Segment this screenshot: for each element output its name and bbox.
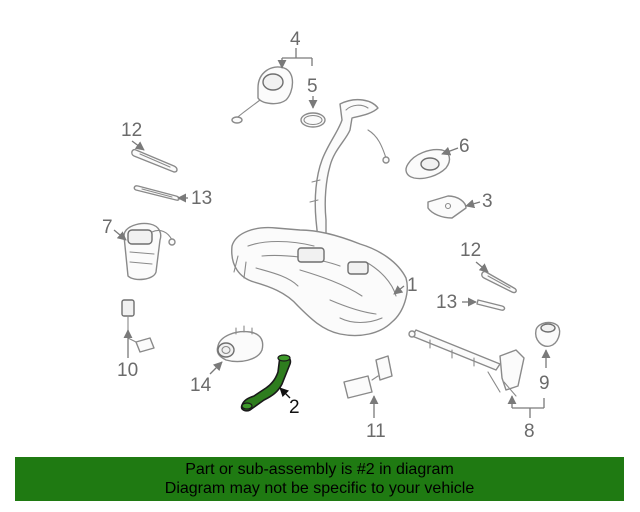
callout-1-leader [393,285,405,295]
part-12-seal-strip-right[interactable] [481,270,517,294]
part-2-strap[interactable] [240,354,292,412]
parts-diagram: 4 5 1 6 3 12 [102,29,561,442]
callout-3: 3 [482,191,493,212]
part-13-strip-left[interactable] [133,185,180,201]
callout-6-leader [441,146,459,156]
banner-line-disclaimer: Diagram may not be specific to your vehi… [164,480,475,497]
part-3-gasket[interactable] [427,195,467,219]
part-7-fuel-pump-module[interactable] [123,222,176,281]
callout-3-leader [465,199,481,209]
callout-5: 5 [307,76,318,97]
part-14-pump-housing[interactable] [216,325,264,363]
callout-6: 6 [459,136,470,157]
callout-12-left: 12 [121,120,142,141]
callout-7-leader [113,229,127,241]
callout-10: 10 [117,360,138,381]
part-10-level-sender[interactable] [121,299,155,353]
callout-12-right-leader [475,261,489,273]
part-8-line-assembly[interactable] [408,329,525,397]
callout-14-leader [209,361,223,375]
part-4-sender-cap[interactable] [231,66,294,124]
callout-12-left-leader [131,140,145,151]
callout-1: 1 [407,275,418,296]
callout-9: 9 [539,373,550,394]
callout-2-leader [279,387,291,399]
filler-neck-pipe[interactable] [309,98,390,241]
info-banner: Part or sub-assembly is #2 in diagram Di… [15,457,624,501]
part-9-fitting[interactable] [535,321,561,347]
callout-11: 11 [366,421,386,442]
part-5-seal-ring[interactable] [300,112,326,128]
part-13-strip-right[interactable] [476,299,506,311]
part-11-bracket[interactable] [343,355,393,399]
callout-13-right: 13 [436,292,457,313]
callout-4: 4 [290,29,301,50]
banner-line-part: Part or sub-assembly is #2 in diagram [185,461,454,478]
callout-12-right: 12 [460,240,481,261]
callout-2: 2 [289,397,300,418]
part-6-cover[interactable] [405,148,451,180]
callout-7: 7 [102,217,113,238]
part-1-fuel-tank[interactable] [231,226,408,337]
callout-13-left: 13 [191,188,212,209]
callout-4-leader [282,48,313,68]
callout-8: 8 [524,421,535,442]
callout-8-leader [512,396,544,418]
part-12-seal-strip-left[interactable] [131,148,178,173]
callout-14: 14 [190,375,212,396]
